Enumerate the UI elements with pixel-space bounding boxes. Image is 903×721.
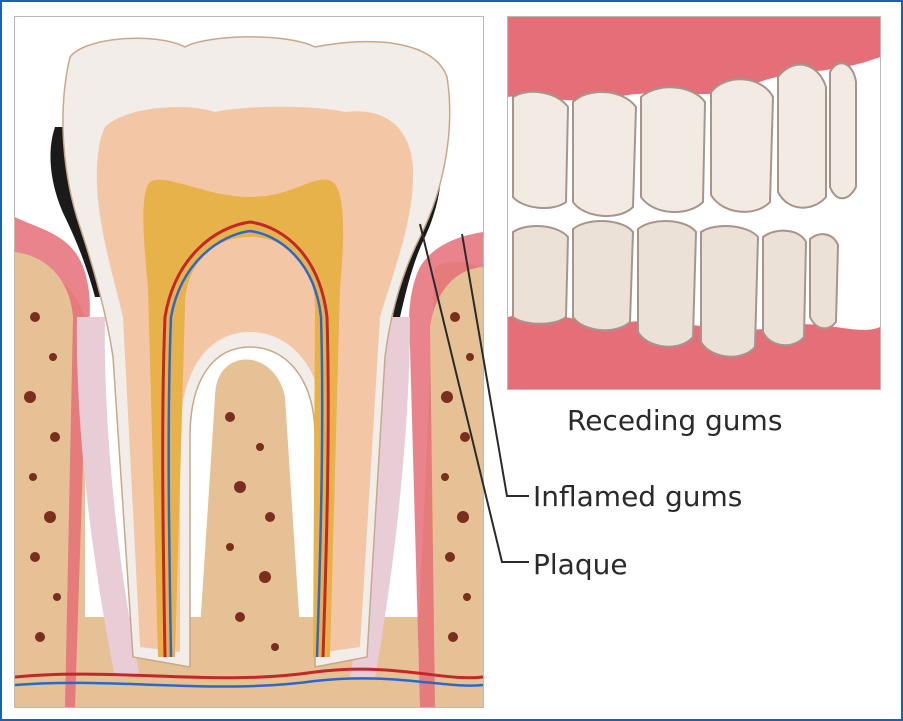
- inflamed-gums-leader: [462, 234, 529, 496]
- receding-gums-label: Receding gums: [567, 404, 782, 437]
- plaque-leader: [420, 224, 529, 562]
- plaque-label: Plaque: [533, 548, 628, 581]
- inflamed-gums-label: Inflamed gums: [533, 480, 742, 513]
